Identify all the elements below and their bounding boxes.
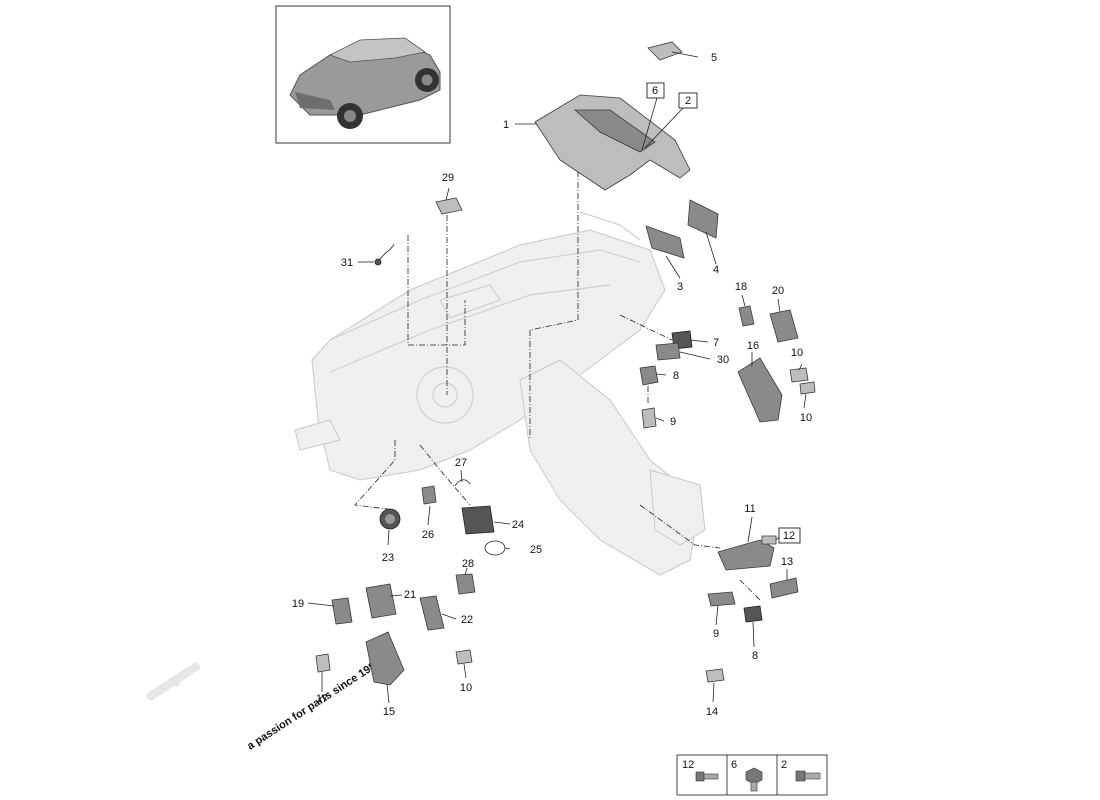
callout-21: 21 [404,589,416,601]
leader-lines [307,51,807,704]
callout-22: 22 [461,614,473,626]
callout-6: 6 [652,85,658,97]
clip-17-part [315,653,331,673]
callout-8-bottom: 8 [752,650,758,662]
bolt-12-part [761,535,777,545]
legend-label-12: 12 [682,759,694,771]
dashboard-ghost [294,211,706,576]
callout-19: 19 [292,598,304,610]
clip-10-part [789,367,809,383]
callout-28: 28 [462,558,474,570]
watermark: eurospares a passion for parts since 198… [144,657,384,753]
vehicle-thumbnail [275,5,451,144]
socket-13-part [769,577,799,599]
legend-label-2: 2 [781,759,787,771]
callout-5: 5 [711,52,717,64]
car-illustration [289,37,441,129]
callout-9-top: 9 [670,416,676,428]
fastener-legend: 12 6 2 [676,754,828,796]
callout-18: 18 [735,281,747,293]
cable-part [377,243,395,263]
callout-30: 30 [717,354,729,366]
knob-9-part [641,407,657,429]
callout-7: 7 [713,337,719,349]
control-unit-11-part [717,539,775,571]
callout-1: 1 [503,119,509,131]
watermark-brand: eurospares [145,660,201,702]
switch-20-part [769,309,799,343]
switch-21-part [365,583,397,619]
switch-22-part [419,595,445,631]
callout-17: 17 [316,693,328,705]
console-trim-inner [573,109,656,153]
switch-panel-right-part [687,199,719,239]
console-trim-part [534,94,691,191]
switch-26-part [421,485,437,505]
callout-29: 29 [442,172,454,184]
callout-4: 4 [713,264,719,276]
cable-27-part [454,479,471,487]
legend-label-6: 6 [731,759,737,771]
bracket-part [647,41,683,61]
watermark-tagline: a passion for parts since 1985 [245,657,383,753]
callout-25: 25 [530,544,542,556]
switch-block-15-part [365,631,405,686]
callout-3: 3 [677,281,683,293]
bolt-icon [695,771,719,782]
callout-14: 14 [706,706,718,718]
callout-8-top: 8 [673,370,679,382]
plug-14-part [705,668,725,683]
bolt-icon [795,770,821,782]
callout-9-bottom: 9 [713,628,719,640]
callout-31: 31 [341,257,353,269]
callout-10-right-bottom: 10 [800,412,812,424]
button-8-part [639,365,659,386]
switch-28-part [455,573,476,595]
callout-12: 12 [783,530,795,542]
button-8b-part [743,605,763,623]
sensor-part [435,197,463,215]
callout-26: 26 [422,529,434,541]
callout-labels: 1 2 3 4 5 6 7 8 8 9 9 10 10 10 11 12 13 … [292,52,812,718]
parts [315,41,816,686]
callout-2: 2 [685,95,691,107]
flange-screw-icon [745,767,763,792]
switch-18-part [738,305,755,327]
start-button-24-part [461,505,495,535]
callout-11: 11 [744,503,755,515]
callout-16: 16 [747,340,759,352]
callout-15: 15 [383,706,395,718]
callout-20: 20 [772,285,784,297]
callout-23: 23 [382,552,394,564]
callout-24: 24 [512,519,524,531]
ring-25-part [484,540,506,556]
switch-panel-part [645,225,685,259]
clip-10b-part [799,381,816,395]
clip-10c-part [455,649,473,665]
switch-19-part [331,597,353,625]
callout-10-right-top: 10 [791,347,803,359]
switch-30-part [655,342,681,361]
callout-27: 27 [455,457,467,469]
switch-block-16-part [737,357,783,423]
switch-9b-part [707,591,736,607]
callout-13: 13 [781,556,793,568]
callout-10-left: 10 [460,682,472,694]
